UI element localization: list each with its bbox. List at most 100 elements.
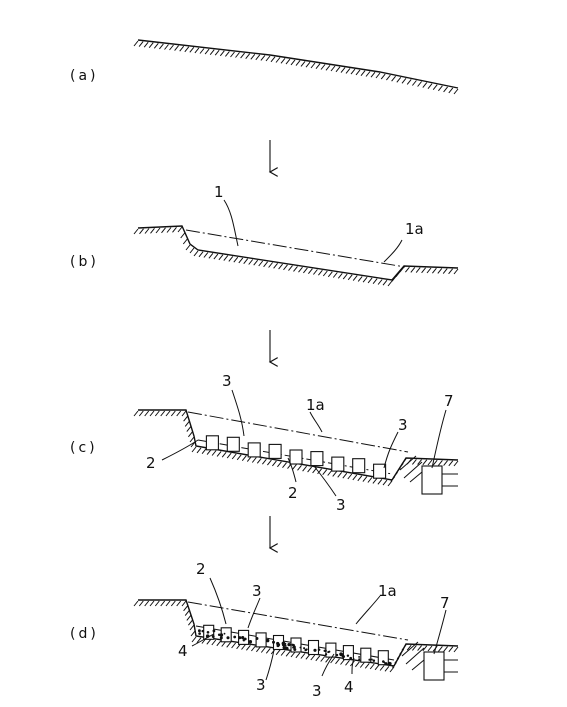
gravel-dot	[291, 643, 294, 647]
gravel-fill-4	[197, 629, 392, 666]
gravel-dot	[358, 658, 361, 661]
gravel-dot	[213, 630, 216, 633]
excavated-ground-b	[137, 225, 459, 281]
ref-2-c2: 2	[288, 484, 298, 502]
ref-3-c3: 3	[336, 496, 346, 514]
design-line-1a-b	[185, 229, 406, 268]
blocks-d	[203, 624, 389, 666]
storage-block-d-6	[290, 637, 302, 653]
gravel-dot	[293, 647, 297, 652]
gravel-dot	[201, 629, 204, 633]
ref-3-d2: 3	[256, 676, 266, 694]
storage-block-d-7	[307, 639, 320, 656]
gravel-dot	[198, 632, 201, 635]
gravel-dot	[372, 659, 376, 662]
gravel-dot	[248, 640, 253, 644]
gravel-dot	[349, 656, 353, 660]
blocks-c	[205, 435, 387, 479]
excavated-ground-d	[138, 599, 459, 667]
gravel-dot	[226, 636, 230, 640]
gravel-dot	[383, 661, 386, 664]
gravel-dot	[317, 648, 321, 651]
drain-pipe-c	[442, 473, 458, 487]
ref-3-d1: 3	[252, 582, 262, 600]
gravel-dot	[299, 646, 302, 649]
gravel-dot	[219, 633, 224, 637]
design-line-1a-c	[187, 411, 409, 453]
stage-b-label: (b)	[70, 254, 99, 270]
ref-2-d: 2	[196, 560, 206, 578]
gravel-dot	[233, 635, 237, 639]
leader-2-c2	[287, 457, 297, 483]
gravel-dot	[328, 650, 331, 653]
leader-3-c1	[231, 389, 245, 437]
storage-block-d-8	[325, 642, 337, 658]
storage-block-d-11	[377, 650, 389, 666]
ref-3-c1: 3	[222, 372, 232, 390]
gravel-dot	[285, 646, 289, 651]
ref-1a-b: 1a	[405, 220, 424, 238]
ref-4-d2: 4	[344, 678, 354, 696]
design-line-1a-d	[187, 601, 409, 641]
gravel-dot	[384, 662, 388, 666]
ref-7-d: 7	[440, 594, 450, 612]
storage-block-c-2	[226, 436, 240, 452]
drain-box-7-c	[421, 465, 443, 495]
stage-c-label: (c)	[70, 440, 98, 456]
gravel-dot	[255, 637, 259, 640]
leader-4-d1	[191, 633, 215, 647]
leader-4-d2	[351, 657, 355, 675]
gravel-dot	[339, 652, 344, 657]
gravel-dot	[212, 635, 215, 639]
storage-block-d-4	[255, 632, 267, 648]
gravel-dot	[277, 643, 281, 647]
storage-block-c-1	[205, 435, 219, 451]
storage-block-c-4	[268, 443, 282, 459]
leader-3-d3	[321, 653, 335, 677]
leader-3-d1	[247, 597, 261, 629]
gravel-dot	[292, 645, 296, 649]
gravel-dot	[217, 633, 221, 637]
gravel-dot	[238, 636, 242, 640]
gravel-dot	[241, 635, 245, 640]
storage-block-c-7	[331, 456, 345, 472]
leader-1a-d	[355, 595, 381, 625]
gravel-dot	[206, 630, 210, 634]
gravel-dot	[242, 639, 245, 642]
storage-block-d-10	[360, 647, 372, 663]
storage-block-d-9	[342, 645, 354, 661]
gravel-dot	[358, 655, 361, 658]
gravel-dot	[272, 640, 275, 644]
ref-1a-d: 1a	[378, 582, 397, 600]
gravel-dot	[370, 658, 373, 661]
ref-1: 1	[214, 183, 224, 201]
gravel-dot	[368, 658, 371, 661]
slope-hatch-c	[399, 455, 423, 483]
ground-hatching-a	[133, 40, 459, 95]
stage-c: (c) 3 1a 7 3 2 2 3	[70, 372, 459, 514]
gravel-dot	[197, 629, 201, 633]
gravel-dot	[335, 653, 339, 657]
storage-block-c-3	[247, 442, 261, 458]
gravel-dot	[287, 642, 291, 647]
stage-a-label: (a)	[70, 68, 99, 84]
ref-7-c: 7	[444, 392, 454, 410]
drain-pipe-d	[444, 659, 458, 673]
ground-hatching-c	[133, 410, 459, 487]
gravel-dot	[223, 632, 226, 635]
leader-2-d	[209, 577, 227, 625]
slope-hatch-d	[401, 641, 425, 671]
stage-b: (b) 1 1a	[70, 183, 459, 287]
gravel-dot	[313, 648, 317, 652]
ref-3-d3: 3	[312, 682, 322, 700]
ref-1a-c: 1a	[306, 396, 325, 414]
leader-1a-c	[309, 411, 323, 433]
ref-4-d1: 4	[178, 642, 188, 660]
gravel-dot	[219, 636, 223, 640]
gravel-dot	[342, 655, 345, 658]
leader-7-d	[433, 609, 447, 655]
drain-box-7-d	[423, 651, 445, 681]
storage-block-c-6	[310, 451, 324, 467]
gravel-dot	[243, 637, 247, 641]
